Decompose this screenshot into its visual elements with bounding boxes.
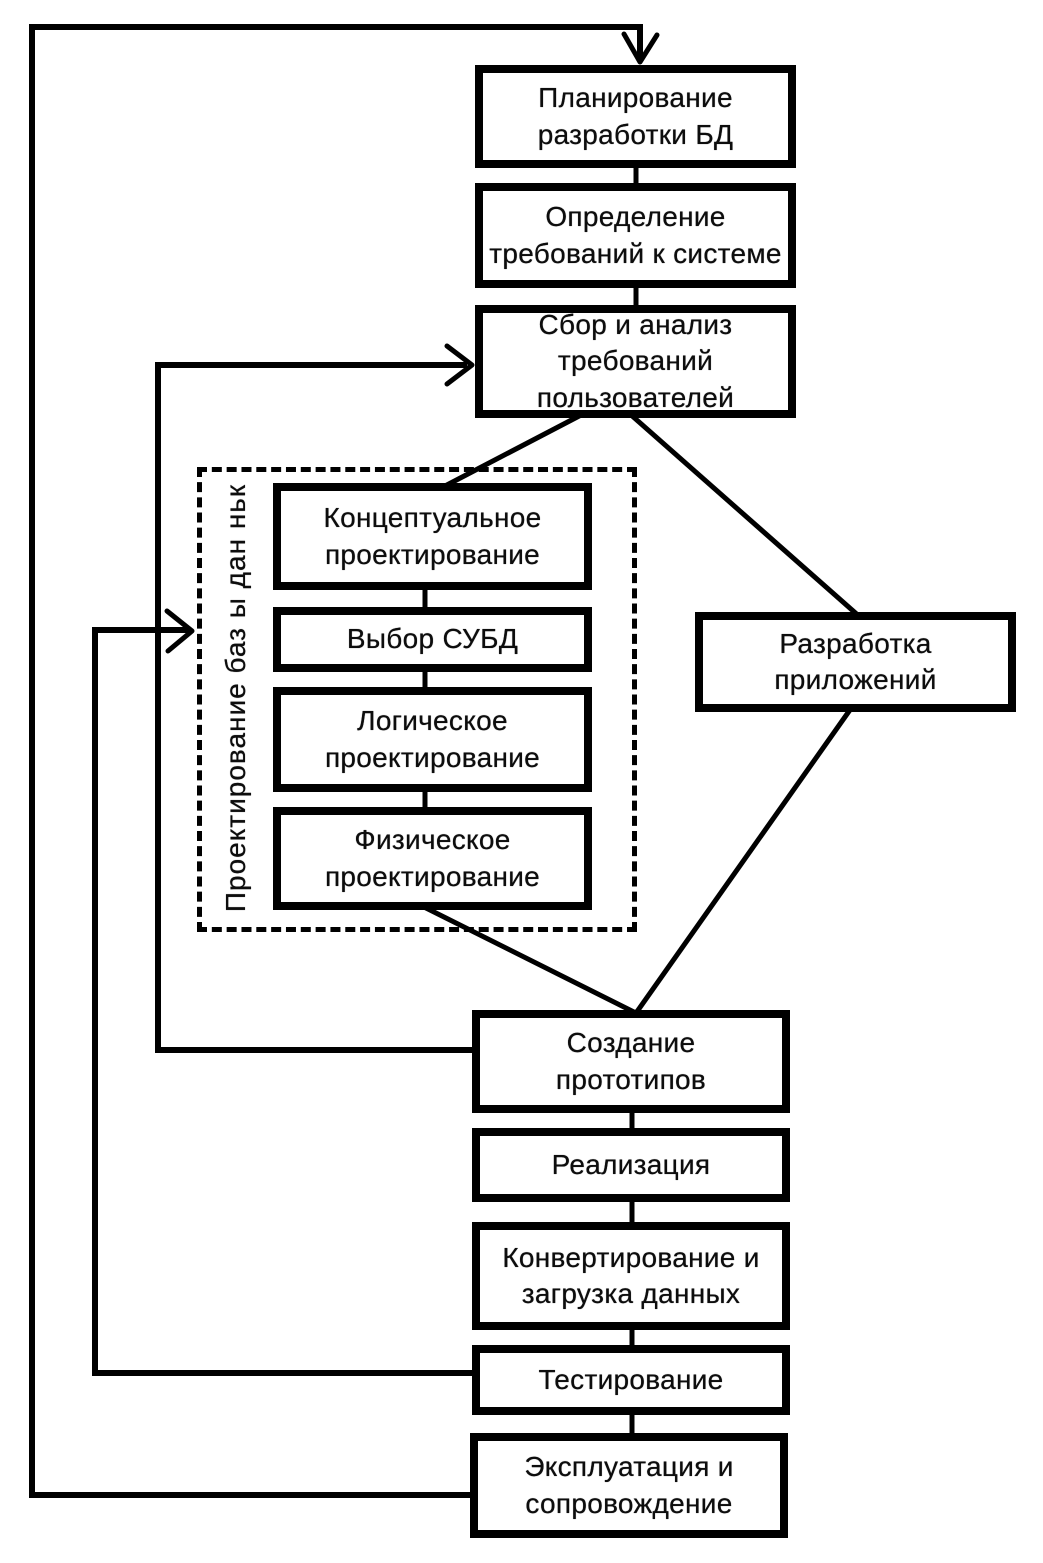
box-physical-design: Физическое проектирование	[273, 807, 592, 910]
box-db-development-planning: Планирование разработки БД	[475, 65, 796, 168]
arrowhead-into-collection	[444, 343, 475, 387]
box-operation-maintenance: Эксплуатация и сопровождение	[470, 1433, 788, 1538]
box-data-conversion-loading: Конвертирование и загрузка данных	[472, 1222, 790, 1330]
database-design-group	[197, 467, 637, 932]
box-conceptual-design: Концептуальное проектирование	[273, 483, 592, 590]
arrowhead-into-planning	[621, 31, 660, 65]
box-system-requirements-definition: Определение требований к системе	[475, 183, 796, 288]
feedback-line-testing-to-design-group	[92, 627, 477, 1376]
box-realization: Реализация	[472, 1128, 790, 1202]
connector-collection-to-conceptual	[443, 411, 585, 489]
database-design-group-label: Проектирование баз ы дан ньк	[220, 483, 251, 913]
box-application-development: Разработка приложений	[695, 612, 1016, 712]
connector-physical-to-prototyping	[418, 902, 638, 1016]
box-logical-design: Логическое проектирование	[273, 687, 592, 792]
feedback-line-operation-to-planning	[29, 24, 643, 1498]
arrowhead-into-design-group	[164, 608, 195, 654]
connector-appdev-to-prototyping	[633, 705, 855, 1015]
feedback-line-prototyping-to-collection	[155, 362, 479, 1053]
box-testing: Тестирование	[472, 1345, 790, 1415]
box-user-requirements-collection: Сбор и анализ требований пользователей	[475, 305, 796, 418]
box-prototyping: Создание прототипов	[472, 1010, 790, 1113]
box-dbms-selection: Выбор СУБД	[273, 607, 592, 672]
connector-collection-to-appdev	[628, 412, 862, 619]
